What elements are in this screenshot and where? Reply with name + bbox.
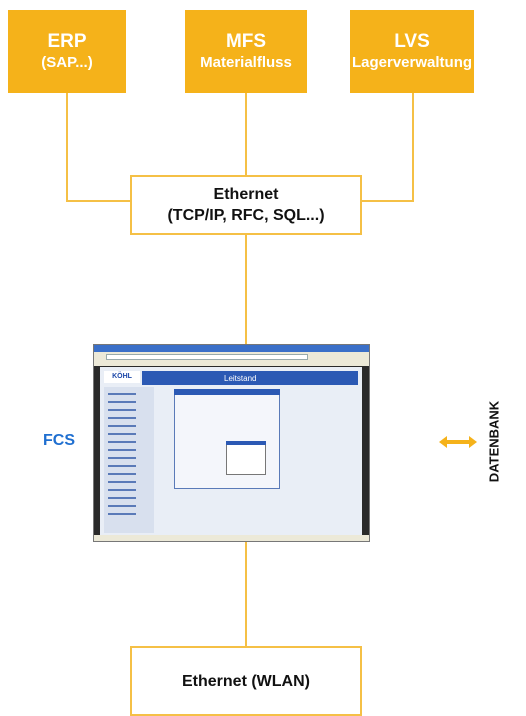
connector-lvs-left xyxy=(362,200,414,202)
sidebar-row xyxy=(108,433,136,435)
sidebar-row xyxy=(108,417,136,419)
connector-erp-down xyxy=(66,93,68,202)
sidebar-row xyxy=(108,465,136,467)
connector-mfs-down xyxy=(245,93,247,175)
connector-erp-right xyxy=(66,200,130,202)
erp-subtitle: (SAP...) xyxy=(41,53,93,71)
window-statusbar xyxy=(94,535,369,541)
sidebar-row xyxy=(108,497,136,499)
connector-fcs-to-wlan xyxy=(245,541,247,648)
connector-lvs-down xyxy=(412,93,414,202)
mfs-subtitle: Materialfluss xyxy=(200,53,292,71)
koehl-logo: KÖHL xyxy=(104,371,140,383)
sidebar-row xyxy=(108,457,136,459)
address-bar xyxy=(106,354,308,360)
mfs-box: MFS Materialfluss xyxy=(185,10,307,93)
lvs-box: LVS Lagerverwaltung xyxy=(350,10,474,93)
sidebar-row xyxy=(108,481,136,483)
lvs-subtitle: Lagerverwaltung xyxy=(351,53,473,71)
app-header xyxy=(142,371,358,385)
fcs-label: FCS xyxy=(43,432,75,449)
erp-title: ERP xyxy=(47,30,87,52)
connector-ethernet-to-fcs xyxy=(245,234,247,344)
dialog-titlebar xyxy=(174,389,280,395)
calendar-header xyxy=(226,441,266,445)
app-sidebar xyxy=(104,387,154,533)
fcs-screenshot: KÖHL Leitstand xyxy=(93,344,370,542)
window-titlebar xyxy=(94,345,369,352)
sidebar-row xyxy=(108,401,136,403)
wlan-label: Ethernet (WLAN) xyxy=(182,673,310,690)
calendar-popup xyxy=(226,441,266,475)
database-double-arrow xyxy=(439,436,477,448)
sidebar-row xyxy=(108,441,136,443)
sidebar-row xyxy=(108,393,136,395)
lvs-title: LVS xyxy=(394,30,430,52)
erp-box: ERP (SAP...) xyxy=(8,10,126,93)
app-header-title: Leitstand xyxy=(224,374,257,383)
sidebar-row xyxy=(108,473,136,475)
sidebar-row xyxy=(108,489,136,491)
datenbank-label: DATENBANK xyxy=(486,400,502,483)
ethernet-box: Ethernet (TCP/IP, RFC, SQL...) xyxy=(130,175,362,235)
ethernet-line2: (TCP/IP, RFC, SQL...) xyxy=(167,207,325,224)
sidebar-row xyxy=(108,425,136,427)
sidebar-row xyxy=(108,409,136,411)
ethernet-line1: Ethernet xyxy=(213,186,279,203)
mfs-title: MFS xyxy=(225,30,267,52)
sidebar-row xyxy=(108,449,136,451)
sidebar-row xyxy=(108,505,136,507)
sidebar-row xyxy=(108,513,136,515)
